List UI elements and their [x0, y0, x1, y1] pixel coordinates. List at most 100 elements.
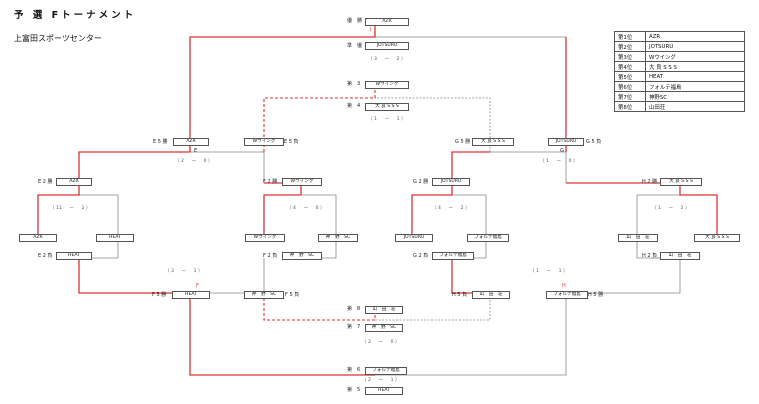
box-h5l: 山 田 荘	[472, 291, 510, 299]
box-f2l: 神 野 SC	[282, 252, 322, 260]
ranking-place: 第4位	[614, 61, 646, 72]
line-third-place-red	[263, 83, 376, 152]
score-e2: （ 11 ー 2 ）	[50, 206, 91, 211]
box-fifth: HEAT	[365, 387, 403, 395]
line-e5-winner	[189, 21, 376, 152]
label-f2l: F 2 負	[263, 253, 278, 259]
line-e5-loser	[190, 151, 265, 183]
label-g2l: G 2 負	[413, 253, 429, 259]
ranking-place: 第5位	[614, 71, 646, 82]
box-g2w: JOTSURU	[432, 178, 470, 186]
box-sixth: フォルテ福島	[365, 367, 407, 375]
ranking-row: 第6位フォルテ福島	[614, 81, 745, 92]
label-f5w: F 5 勝	[152, 292, 167, 298]
label-e2l: E 2 負	[38, 253, 53, 259]
label-f: F	[196, 283, 199, 289]
box-f5l: 神 野 SC	[244, 291, 284, 299]
label-g2w: G 2 勝	[413, 179, 429, 185]
label-third: 第 3	[347, 81, 361, 87]
score-h5: （ 1 ー 1 ）	[530, 269, 568, 274]
label-e5l: E 5 負	[284, 139, 299, 145]
score-final: （ 3 ー 2 ）	[368, 57, 406, 62]
box-g2l: フォルテ福島	[432, 252, 474, 260]
box-seventh: 神 野 SC	[365, 324, 403, 332]
label-e5w: E 5 勝	[153, 139, 168, 145]
ranking-place: 第3位	[614, 51, 646, 62]
label-seventh: 第 7	[347, 324, 361, 330]
line-e2-loser-down	[79, 237, 119, 259]
label-fourth: 第 4	[347, 103, 361, 109]
ranking-row: 第4位大 良 S S S	[614, 61, 745, 72]
box-e2w: AZR	[56, 178, 92, 186]
box-f2w: Wウイング	[282, 178, 322, 186]
label-fifth: 第 5	[347, 387, 361, 393]
score-g5: （ 1 ー 0 ）	[540, 159, 578, 164]
label-f5l: F 5 負	[285, 292, 300, 298]
line-f2-loser	[301, 194, 337, 237]
score-fifth: （ 2 ー 1 ）	[362, 378, 400, 383]
label-g5l: G 5 負	[586, 139, 602, 145]
label-f2w: F 2 勝	[263, 179, 278, 185]
box-h2w: 大 良 S S S	[660, 178, 702, 186]
line-h5-loser-red	[451, 258, 490, 294]
box-g5w: 大 良 S S S	[472, 138, 514, 146]
ranking-team: 神野SC	[645, 91, 745, 102]
line-seventh-red	[263, 293, 376, 321]
box-h5w: フォルテ福島	[546, 291, 588, 299]
ranking-team: AZR	[645, 31, 745, 42]
ranking-place: 第8位	[614, 101, 646, 112]
ranking-team: JOTSURU	[645, 41, 745, 52]
line-f5-winner	[78, 258, 375, 376]
box-round1-1: AZR	[19, 234, 57, 242]
line-e2-winner	[37, 151, 190, 237]
ranking-place: 第1位	[614, 31, 646, 42]
box-round1-5: JOTSURU	[395, 234, 433, 242]
box-round1-3: Wウイング	[245, 234, 285, 242]
ranking-team: フォルテ福島	[645, 81, 745, 92]
box-round1-8: 大 良 S S S	[694, 234, 740, 242]
line-h5-side	[566, 258, 681, 294]
box-round1-6: フォルテ福島	[467, 234, 509, 242]
ranking-row: 第8位山田荘	[614, 101, 745, 112]
box-g5l: JOTSURU	[548, 138, 584, 146]
ranking-team: 山田荘	[645, 101, 745, 112]
label-eighth: 第 8	[347, 306, 361, 312]
label-h5w: H 5 勝	[588, 292, 604, 298]
ranking-team: HEAT	[645, 71, 745, 82]
score-seventh: （ 2 ー 0 ）	[362, 340, 400, 345]
box-eighth: 山 田 荘	[365, 306, 403, 314]
line-g2-loser	[452, 194, 487, 237]
score-f5: （ 3 ー 1 ）	[165, 269, 203, 274]
label-g5w: G 5 勝	[455, 139, 471, 145]
label-runner-up: 準 優	[347, 43, 363, 49]
label-champion: 優 勝	[347, 18, 363, 24]
box-e5w: AZR	[173, 138, 209, 146]
line-e2-loser	[79, 194, 119, 237]
label-e2w: E 2 勝	[38, 179, 53, 185]
label-e: E	[194, 148, 198, 154]
line-f2-winner	[263, 194, 301, 237]
label-h: H	[562, 283, 566, 289]
ranking-place: 第7位	[614, 91, 646, 102]
score-g2: （ 4 ー 2 ）	[432, 206, 470, 211]
ranking-team: Wウイング	[645, 51, 745, 62]
box-round1-2: HEAT	[96, 234, 134, 242]
line-g2-winner	[411, 151, 490, 237]
box-e2l: HEAT	[56, 252, 92, 260]
ranking-team: 大 良 S S S	[645, 61, 745, 72]
ranking-row: 第7位神野SC	[614, 91, 745, 102]
page-title: 予 選 Fトーナメント	[14, 10, 137, 21]
box-round1-7: 山 田 荘	[618, 234, 658, 242]
label-sixth: 第 6	[347, 367, 361, 373]
box-round1-4: 神 野 SC	[318, 234, 358, 242]
score-f2: （ 4 ー 0 ）	[287, 206, 325, 211]
box-runner-up: JOTSURU	[365, 42, 409, 50]
box-champion: AZR	[365, 18, 409, 26]
line-h2-loser	[636, 194, 680, 237]
label-h5l: H 5 負	[452, 292, 468, 298]
score-e5: （ 2 ー 0 ）	[175, 159, 213, 164]
